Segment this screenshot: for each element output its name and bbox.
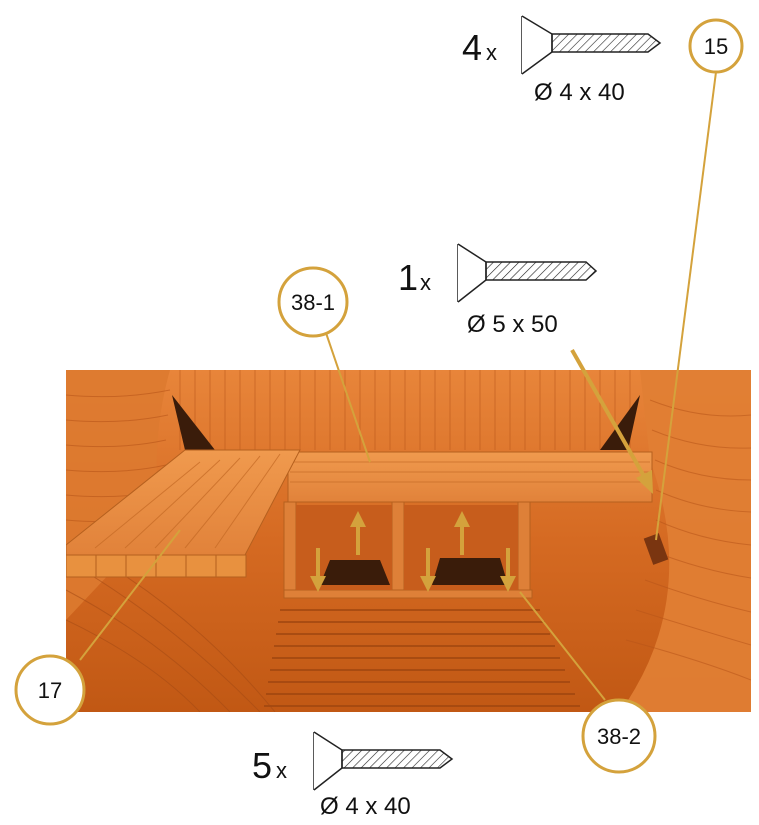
countersunk-screw-icon (314, 732, 452, 790)
screw-bottom-dim: Ø 4 x 40 (320, 793, 411, 820)
screw-top: 4 x Ø 4 x 40 (462, 16, 660, 106)
screw-bottom-qty: 5 (252, 745, 272, 786)
callout-38-1: 38-1 (279, 268, 347, 336)
countersunk-screw-icon (458, 244, 596, 302)
callout-38-2-label: 38-2 (597, 724, 641, 749)
screw-mid-dim: Ø 5 x 50 (467, 311, 558, 338)
upper-bench (288, 452, 652, 502)
callout-38-1-label: 38-1 (291, 290, 335, 315)
sauna-photo (66, 370, 751, 712)
screw-mid-qty: 1 (398, 257, 418, 298)
countersunk-screw-icon (522, 16, 660, 74)
screw-mid-x: x (420, 270, 431, 295)
screw-top-qty: 4 (462, 27, 482, 68)
callout-15-label: 15 (704, 34, 728, 59)
callout-17-label: 17 (38, 678, 62, 703)
screw-top-x: x (486, 40, 497, 65)
screw-bottom-x: x (276, 758, 287, 783)
callout-15: 15 (690, 20, 742, 72)
callout-38-2: 38-2 (583, 700, 655, 772)
screw-bottom: 5 x Ø 4 x 40 (252, 732, 452, 820)
screw-top-dim: Ø 4 x 40 (534, 79, 625, 106)
screw-mid: 1 x Ø 5 x 50 (398, 244, 596, 338)
callout-17: 17 (16, 656, 84, 724)
